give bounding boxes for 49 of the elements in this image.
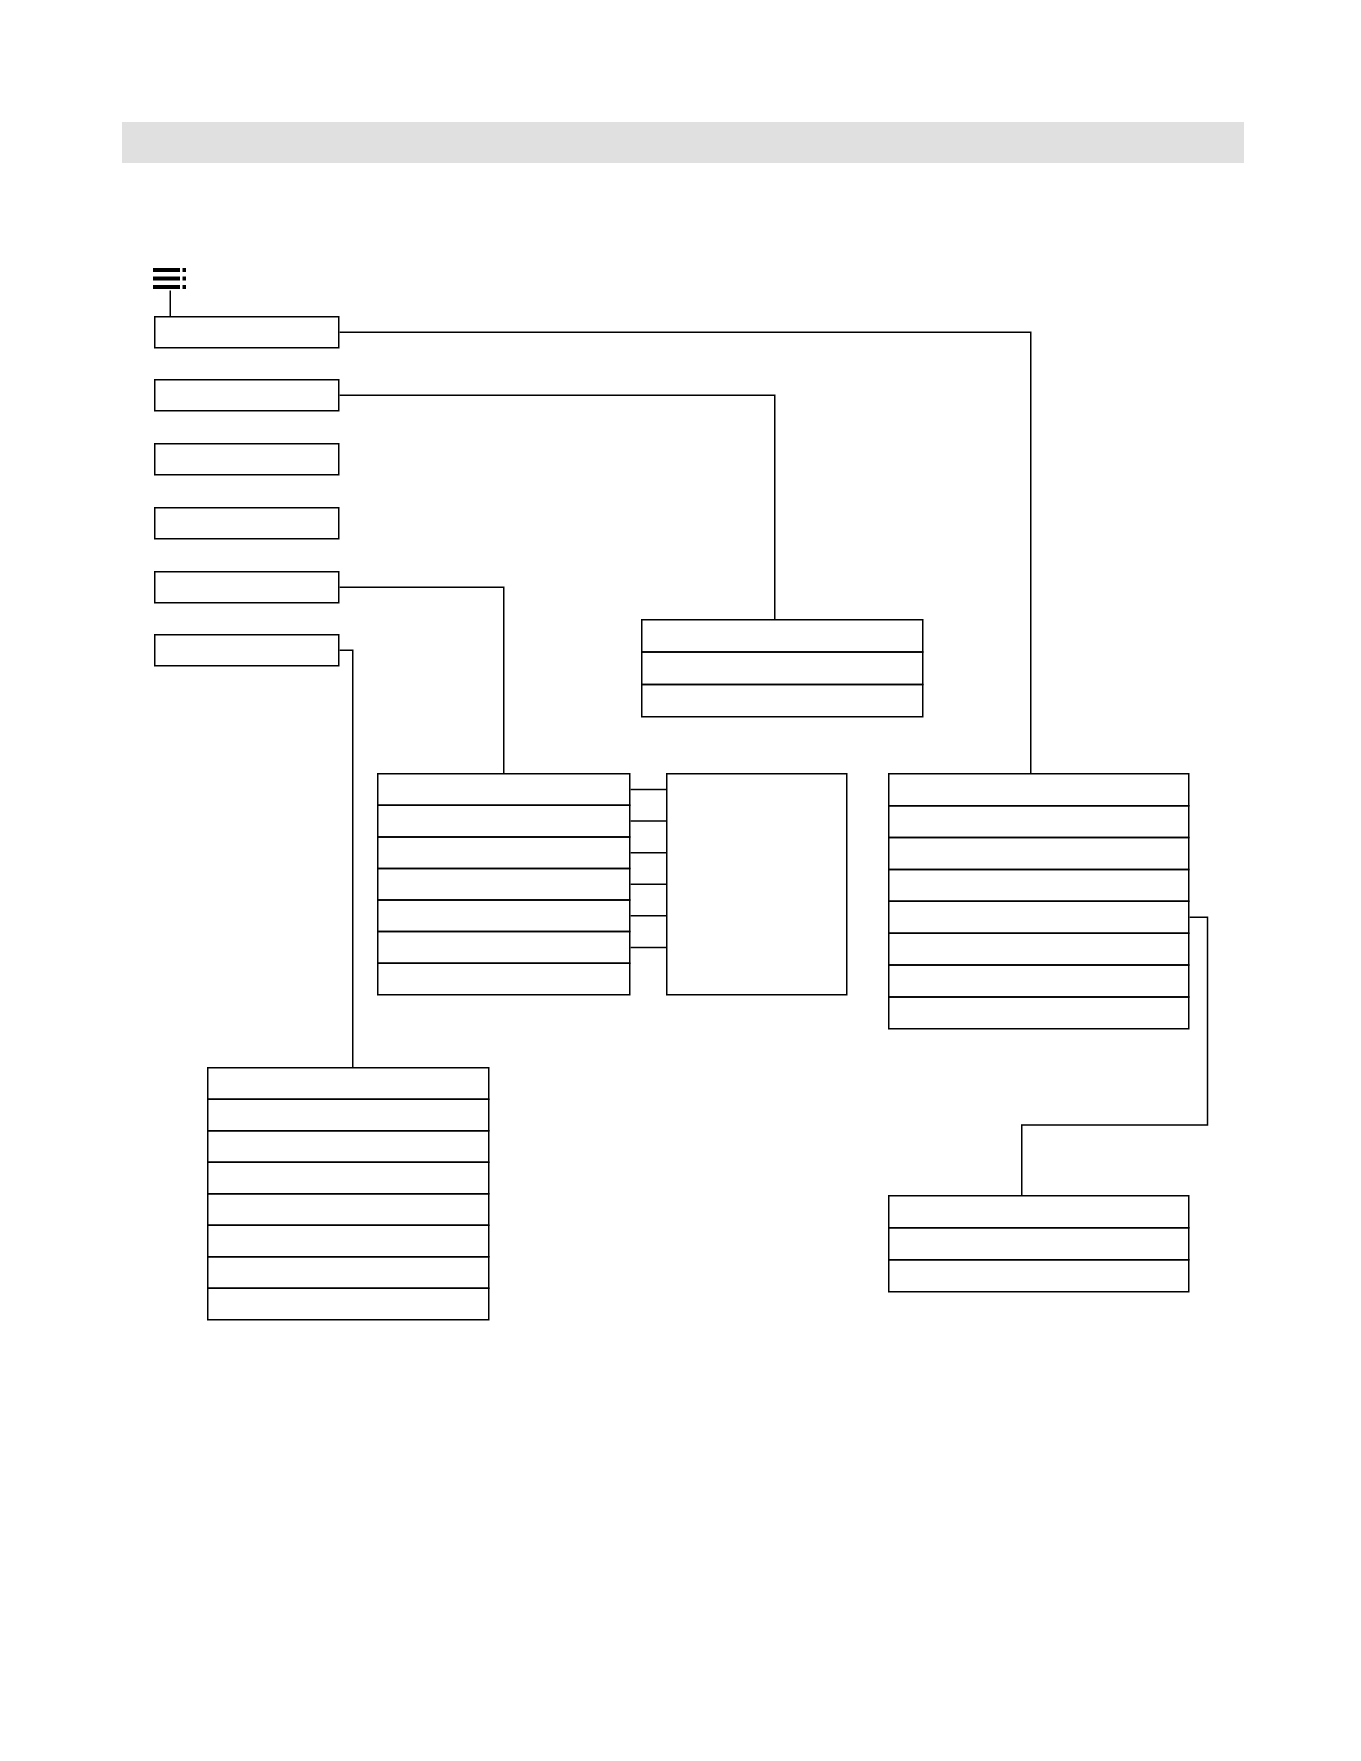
connector-line [629, 883, 667, 885]
table-row [207, 1256, 490, 1289]
table-row [377, 836, 631, 870]
table-row [377, 773, 631, 807]
connector-line [338, 394, 776, 620]
connector-line [629, 915, 667, 917]
table-row [207, 1287, 490, 1321]
connector-line [169, 289, 171, 317]
table-row [888, 773, 1190, 807]
connector-line [338, 586, 505, 774]
connector-line [338, 649, 354, 1068]
table-row [888, 868, 1190, 902]
empty-box [154, 634, 340, 667]
table-row [207, 1098, 490, 1132]
table-row [888, 804, 1190, 839]
connector-line [629, 851, 667, 854]
table-row [207, 1067, 490, 1100]
table-row [888, 932, 1190, 966]
connector-line [1021, 916, 1209, 1196]
table-row [207, 1193, 490, 1226]
empty-box [666, 773, 848, 996]
empty-box [154, 379, 340, 412]
table-row [207, 1130, 490, 1163]
list-icon [153, 268, 186, 289]
empty-box [154, 571, 340, 604]
table-row [641, 683, 924, 718]
connector-line [629, 788, 667, 791]
table-row [377, 867, 631, 901]
table-row [888, 1227, 1190, 1261]
table-row [377, 804, 631, 838]
table-row [888, 964, 1190, 998]
table-row [377, 899, 631, 933]
table-row [888, 1195, 1190, 1229]
table-row [888, 996, 1190, 1030]
table-row [888, 836, 1190, 871]
table-row [641, 619, 924, 653]
empty-box [154, 443, 340, 476]
table-row [377, 962, 631, 996]
empty-box [154, 507, 340, 540]
connector-line [629, 946, 667, 949]
table-row [888, 1259, 1190, 1293]
empty-box [154, 316, 340, 349]
connector-line [629, 820, 667, 822]
table-row [888, 900, 1190, 934]
connector-line [338, 331, 1032, 774]
table-row [641, 651, 924, 686]
table-row [207, 1224, 490, 1258]
table-row [207, 1161, 490, 1195]
table-row [377, 930, 631, 964]
